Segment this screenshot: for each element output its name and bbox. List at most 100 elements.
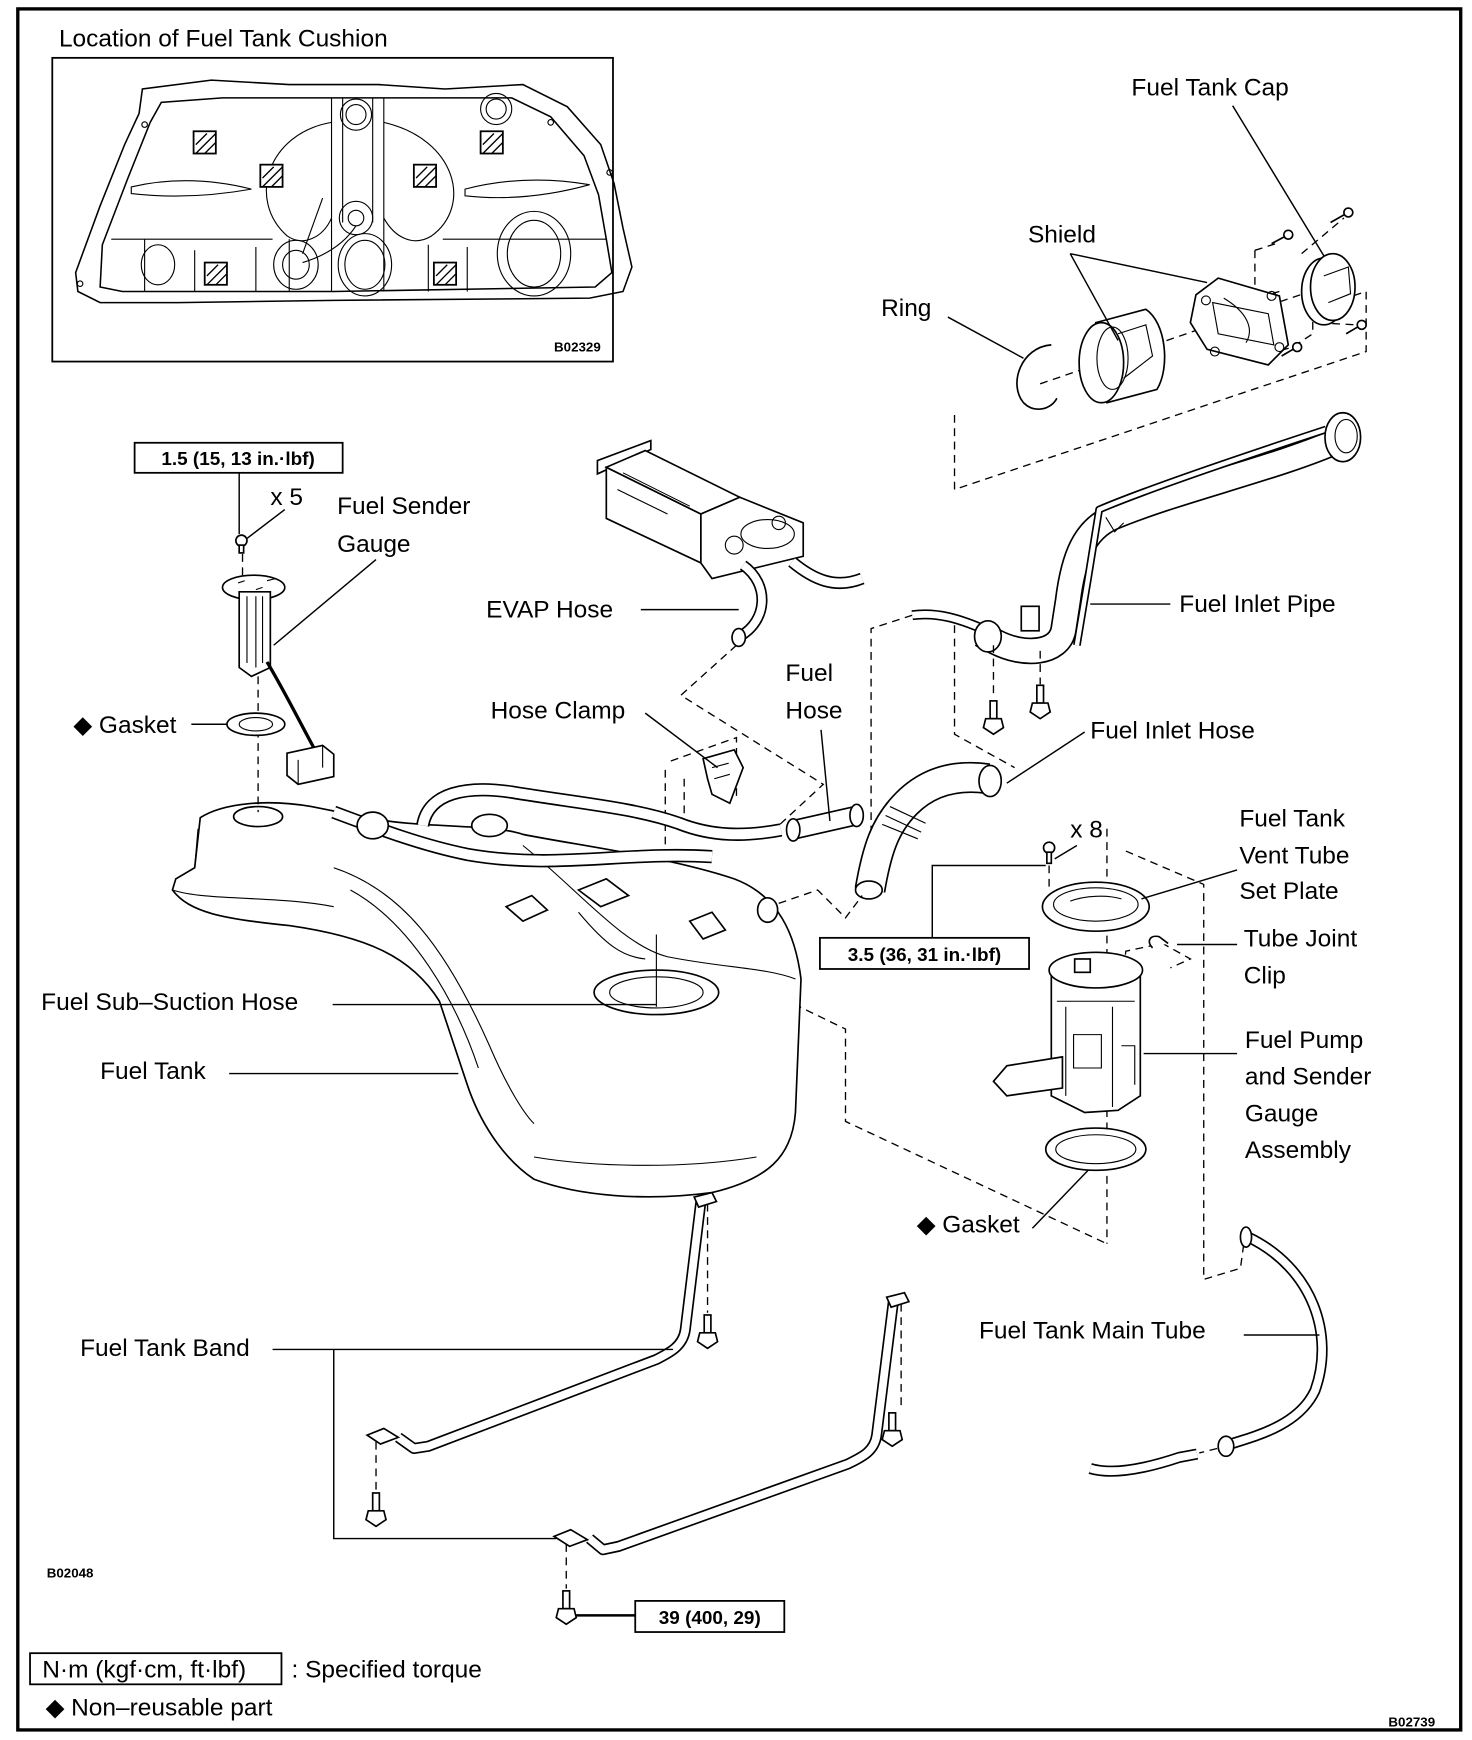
shield-outer-part — [1189, 277, 1290, 366]
label-gasket-pump: ◆Gasket — [917, 1212, 1020, 1239]
fuel-tank-cap-part — [1300, 252, 1356, 326]
cushion-marker — [479, 130, 504, 155]
bolt-icon — [1029, 684, 1052, 720]
leader-line — [1054, 844, 1078, 860]
cushion-marker — [259, 163, 284, 188]
cushion-marker — [192, 130, 217, 155]
bolt-icon — [555, 1590, 578, 1626]
leader-line — [246, 508, 286, 540]
fuel-sender-gauge-part: 1.5 (15, 13 in.·lbf) x 5 Fuel Sender Gau… — [73, 441, 470, 813]
cushion-marker — [203, 261, 228, 286]
label-fuel-tank-main-tube: Fuel Tank Main Tube — [979, 1317, 1206, 1344]
label-evap-hose: EVAP Hose — [486, 596, 613, 623]
bolt-icon — [881, 1412, 904, 1448]
legend: N·m (kgf·cm, ft·lbf) : Specified torque … — [29, 1652, 482, 1721]
bolt-icon — [235, 534, 248, 554]
leader-line — [273, 559, 377, 646]
label-vent-tube-set-plate-line2: Vent Tube — [1239, 842, 1349, 869]
label-fuel-inlet-pipe: Fuel Inlet Pipe — [1179, 591, 1335, 618]
tube-joint-clip-part — [1148, 935, 1169, 949]
leader-line — [1069, 252, 1208, 341]
label-fuel-tank: Fuel Tank — [100, 1058, 206, 1085]
label-gasket-sender: ◆ Gasket — [73, 712, 176, 739]
label-quantity-x5: x 5 — [270, 484, 303, 511]
fuel-tank-part: Fuel Sub–Suction Hose Fuel Tank — [41, 783, 1108, 1245]
charcoal-canister-part: EVAP Hose — [486, 439, 865, 826]
ring-part — [1016, 344, 1058, 410]
label-fuel-pump-line2: and Sender — [1245, 1064, 1372, 1091]
screw-icon — [1271, 229, 1294, 245]
label-fuel-tank-cap: Fuel Tank Cap — [1131, 75, 1288, 102]
bolt-icon — [365, 1492, 387, 1528]
screw-icon — [1345, 319, 1367, 335]
filler-assembly: Fuel Tank Cap Shield Ring — [881, 75, 1367, 491]
label-hose-clamp: Hose Clamp — [491, 698, 626, 725]
label-quantity-x8: x 8 — [1070, 817, 1103, 844]
non-reusable-diamond-icon: ◆ — [46, 1694, 65, 1721]
torque-box-sender-gauge — [133, 441, 344, 474]
label-fuel-pump-line3: Gauge — [1245, 1100, 1318, 1127]
leader-line — [820, 729, 831, 822]
outer-frame — [16, 7, 1463, 1732]
torque-band-bolt: 39 (400, 29) — [659, 1608, 761, 1629]
label-tube-joint-clip-line1: Tube Joint — [1244, 926, 1358, 953]
gasket-text: Gasket — [942, 1212, 1020, 1239]
leader-line — [1031, 1169, 1089, 1229]
bolt-icon — [696, 1314, 719, 1350]
legend-torque-units: N·m (kgf·cm, ft·lbf) — [42, 1657, 246, 1684]
fuel-tank-main-tube-part: Fuel Tank Main Tube — [979, 1226, 1328, 1477]
label-ring: Ring — [881, 295, 931, 322]
fuel-tank-band-part: Fuel Tank Band 39 (400, 29) — [80, 1191, 911, 1633]
legend-torque-description: : Specified torque — [291, 1657, 481, 1684]
leader-line — [272, 1348, 674, 1540]
fuel-hose-part: Fuel Hose — [785, 660, 865, 842]
label-fuel-sub-suction-hose: Fuel Sub–Suction Hose — [41, 989, 298, 1016]
inset-tank-drawing — [74, 79, 633, 304]
non-reusable-diamond-icon: ◆ — [917, 1212, 936, 1239]
torque-sender-gauge-bolt: 1.5 (15, 13 in.·lbf) — [161, 449, 314, 470]
label-fuel-pump-line1: Fuel Pump — [1245, 1027, 1363, 1054]
hose-clamp-part: Hose Clamp — [491, 698, 745, 846]
fuel-inlet-hose-part: Fuel Inlet Hose — [778, 718, 1255, 919]
torque-set-plate-bolt: 3.5 (36, 31 in.·lbf) — [848, 945, 1001, 966]
inset-figure-code: B02329 — [554, 340, 601, 355]
label-shield: Shield — [1028, 222, 1096, 249]
screw-icon — [1330, 207, 1354, 224]
leader-line — [644, 712, 718, 769]
bolt-icon — [1042, 841, 1056, 865]
label-tube-joint-clip-line2: Clip — [1244, 962, 1286, 989]
label-fuel-tank-band: Fuel Tank Band — [80, 1335, 250, 1362]
cushion-marker — [412, 163, 437, 188]
figure-code-page: B02739 — [1388, 1715, 1435, 1730]
leader-line — [1141, 869, 1238, 900]
legend-torque-box — [29, 1652, 283, 1686]
torque-box-set-plate — [819, 936, 1030, 970]
legend-non-reusable: ◆Non–reusable part — [46, 1694, 273, 1721]
leader-line — [947, 316, 1024, 359]
leader-line — [1232, 105, 1325, 257]
label-fuel-sender-gauge-line2: Gauge — [337, 531, 410, 558]
fuel-pump-assembly-part: 3.5 (36, 31 in.·lbf) x 8 Fuel Tank Vent … — [819, 806, 1372, 1281]
fuel-inlet-pipe-part: Fuel Inlet Pipe — [870, 411, 1362, 885]
screw-icon — [1281, 341, 1303, 357]
label-fuel-hose-line1: Fuel — [785, 660, 833, 687]
bolt-icon — [982, 700, 1005, 736]
figure-code-main: B02048 — [47, 1566, 94, 1581]
inset-box — [51, 56, 614, 363]
label-fuel-inlet-hose: Fuel Inlet Hose — [1090, 718, 1255, 745]
label-fuel-sender-gauge-line1: Fuel Sender — [337, 493, 470, 520]
shield-inner-part — [1078, 308, 1166, 404]
label-vent-tube-set-plate-line3: Set Plate — [1239, 878, 1338, 905]
cushion-marker — [432, 261, 458, 286]
non-reusable-diamond-icon: ◆ — [73, 712, 92, 739]
inset-fuel-tank-cushion: Location of Fuel Tank Cushion — [51, 26, 633, 363]
label-fuel-pump-line4: Assembly — [1245, 1137, 1352, 1164]
label-fuel-hose-line2: Hose — [785, 698, 842, 725]
label-vent-tube-set-plate-line1: Fuel Tank — [1239, 806, 1345, 833]
leader-line — [1006, 731, 1086, 784]
inset-title: Location of Fuel Tank Cushion — [59, 26, 388, 53]
gasket-text: Gasket — [99, 712, 177, 739]
legend-non-reusable-text: Non–reusable part — [71, 1694, 273, 1721]
